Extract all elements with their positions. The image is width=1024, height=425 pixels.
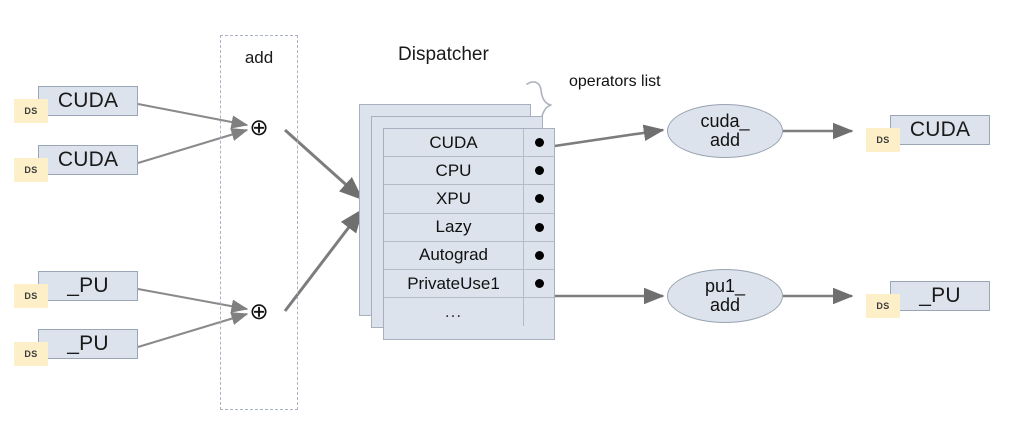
operator-dot-icon	[534, 166, 544, 176]
add-node-top[interactable]: ⊕	[248, 113, 270, 140]
operators-list-annotation: operators list	[569, 73, 661, 90]
dispatch-key-label: CUDA	[384, 129, 524, 157]
operator-dot-icon	[534, 222, 544, 232]
add-node-bottom[interactable]: ⊕	[248, 297, 270, 324]
input-tensor-box-1[interactable]: CUDA	[38, 86, 138, 116]
arrow-cuda-row-to-kernel	[540, 124, 665, 150]
operator-entry-cell	[524, 270, 554, 297]
ds-tag-label: DS	[876, 301, 890, 311]
table-row[interactable]: ...	[384, 298, 554, 327]
cuda-add-kernel-line1: cuda_	[700, 111, 750, 132]
add-op-group	[220, 35, 298, 410]
ds-tag-input-1: DS	[14, 99, 48, 123]
dispatch-key-label: ...	[384, 298, 524, 327]
pu1-add-kernel[interactable]: pu1_ add	[667, 269, 783, 323]
table-row[interactable]: XPU	[384, 185, 554, 214]
operator-entry-cell	[524, 298, 554, 326]
dispatch-key-label: Autograd	[384, 241, 524, 269]
plus-circle-icon: ⊕	[249, 113, 269, 140]
ds-tag-label: DS	[24, 165, 38, 175]
pu1-add-kernel-line2: add	[709, 295, 741, 315]
ds-tag-output-1: DS	[866, 128, 900, 152]
pu1-add-kernel-line1: pu1_	[704, 276, 746, 297]
dispatcher-table: CUDA CPU XPU Lazy Autograd PrivateUse1 .…	[383, 128, 555, 340]
output-tensor-label-cuda: CUDA	[909, 118, 971, 141]
ds-tag-label: DS	[876, 135, 890, 145]
dispatcher-title: Dispatcher	[398, 44, 489, 65]
ds-tag-input-2: DS	[14, 158, 48, 182]
output-tensor-box-pu[interactable]: _PU	[890, 281, 990, 311]
ds-tag-label: DS	[24, 291, 38, 301]
dispatch-key-label: PrivateUse1	[384, 269, 524, 298]
input-tensor-box-4[interactable]: _PU	[38, 329, 138, 359]
input-tensor-label-1: CUDA	[57, 89, 119, 112]
add-op-group-label: add	[244, 48, 274, 67]
table-row[interactable]: Lazy	[384, 213, 554, 242]
operator-entry-cell	[524, 157, 554, 184]
ds-tag-output-2: DS	[866, 294, 900, 318]
operator-dot-icon	[534, 279, 544, 289]
cuda-add-kernel-line2: add	[709, 130, 741, 150]
dispatch-key-label: XPU	[384, 185, 524, 213]
operator-dot-icon	[534, 194, 544, 204]
operator-dot-icon	[534, 138, 544, 148]
plus-circle-icon: ⊕	[249, 297, 269, 324]
table-row[interactable]: CUDA	[384, 129, 554, 158]
operator-entry-cell	[524, 242, 554, 269]
operator-entry-cell	[524, 185, 554, 212]
cuda-add-kernel[interactable]: cuda_ add	[667, 104, 783, 158]
input-tensor-box-2[interactable]: CUDA	[38, 145, 138, 175]
operator-entry-cell	[524, 214, 554, 241]
output-tensor-label-pu: _PU	[919, 284, 961, 307]
input-tensor-label-2: CUDA	[57, 148, 119, 171]
table-row[interactable]: Autograd	[384, 241, 554, 270]
ds-tag-input-3: DS	[14, 284, 48, 308]
ds-tag-label: DS	[24, 106, 38, 116]
dispatch-key-label: Lazy	[384, 213, 524, 241]
operator-dot-icon	[534, 250, 544, 260]
ds-tag-input-4: DS	[14, 342, 48, 366]
input-tensor-box-3[interactable]: _PU	[38, 271, 138, 301]
ds-tag-label: DS	[24, 349, 38, 359]
output-tensor-box-cuda[interactable]: CUDA	[890, 115, 990, 145]
input-tensor-label-3: _PU	[67, 274, 109, 297]
table-row[interactable]: PrivateUse1	[384, 269, 554, 299]
input-tensor-label-4: _PU	[67, 332, 109, 355]
dispatch-key-label: CPU	[384, 157, 524, 185]
table-row[interactable]: CPU	[384, 157, 554, 186]
operator-entry-cell	[524, 129, 554, 156]
